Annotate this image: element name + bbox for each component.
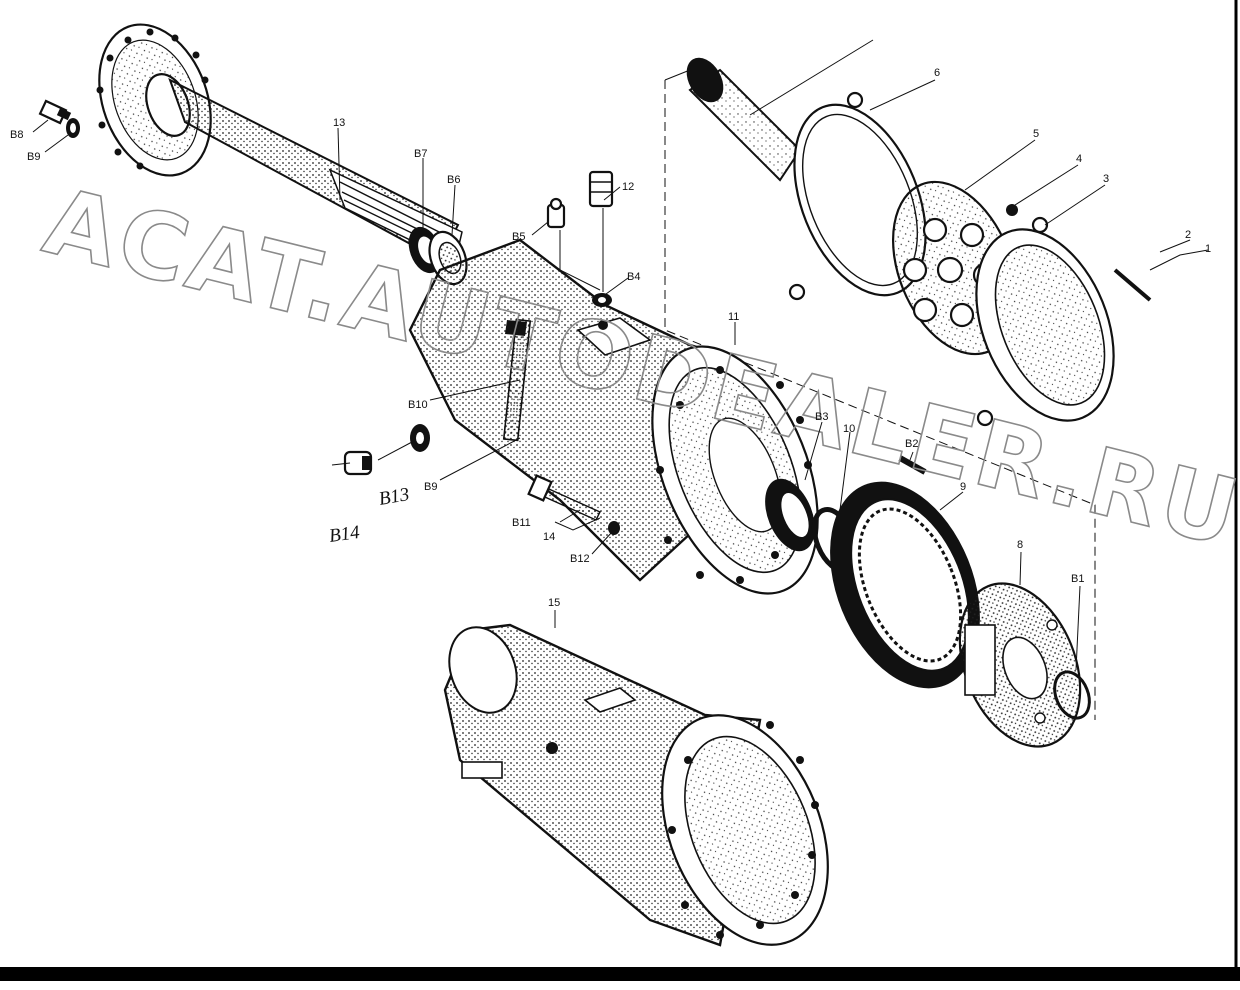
planet-carrier-8 [958,582,1082,748]
label-b9-right: B9 [424,481,437,493]
housing-15 [443,623,829,947]
label-b5: B5 [512,231,525,243]
label-b9-left: B9 [27,151,40,163]
washer-b9-left [66,118,80,138]
label-14: 14 [543,531,555,543]
pin-b2 [898,455,927,475]
label-b2: B2 [905,438,918,450]
label-15: 15 [548,597,560,609]
assembly-bracket [664,80,1096,720]
bolt-b8 [38,99,72,125]
fitting-12 [588,170,614,208]
housing-15-flange-holes [668,721,819,939]
washer-b4 [592,293,612,307]
bolt-b11 [527,474,601,521]
label-b8: B8 [10,129,23,141]
part-labels: 1 2 3 4 5 6 8 9 10 11 12 13 14 15 B1 B2 … [10,67,1211,609]
label-b1: B1 [1071,573,1084,585]
label-b7: B7 [414,148,427,160]
label-13: 13 [333,117,345,129]
flange-bolt-holes [96,28,209,170]
ring-gear-9 [830,481,980,689]
leader-lines [32,39,1209,671]
label-2: 2 [1185,229,1191,241]
ball-4 [1006,204,1018,216]
assembly-bracket-top [664,69,691,81]
label-b12: B12 [570,553,590,565]
label-b3: B3 [815,411,828,423]
label-9: 9 [960,481,966,493]
bearing-b3 [765,478,815,552]
label-b14: B14 [328,522,362,547]
pin-2 [1113,268,1152,302]
label-1: 1 [1205,243,1211,255]
label-4: 4 [1076,153,1082,165]
label-b6: B6 [447,174,460,186]
axle-shaft-13 [98,23,463,264]
label-8: 8 [1017,539,1023,551]
label-10: 10 [843,423,855,435]
grease-nipple-b5 [546,197,566,229]
circlip-b1 [1053,670,1091,720]
label-b4: B4 [627,271,640,283]
label-6: 6 [934,67,940,79]
label-11: 11 [728,311,739,323]
pinion-shaft [686,57,802,182]
bolt-b10 [502,318,532,442]
washer-b12 [608,521,620,535]
washer-b13 [410,424,430,452]
label-5: 5 [1033,128,1039,140]
plug-b14 [343,450,373,476]
label-12: 12 [622,181,634,193]
cover-3 [975,216,1115,427]
label-b13: B13 [377,484,411,510]
label-3: 3 [1103,173,1109,185]
label-b10: B10 [408,399,428,411]
label-b11: B11 [512,517,531,529]
